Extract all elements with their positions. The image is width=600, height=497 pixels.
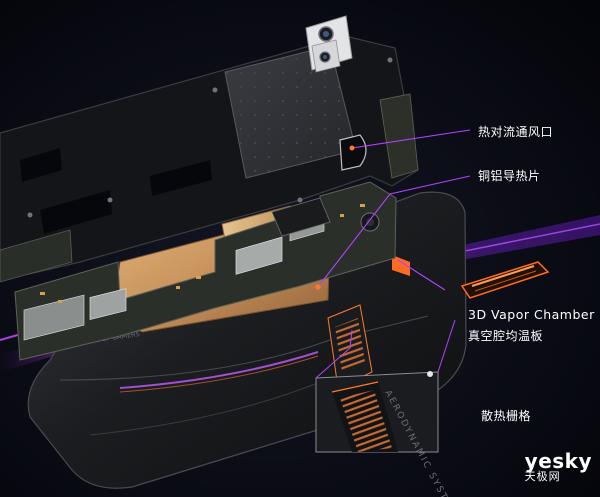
label-copper-aluminum-plate: 铜铝导热片 xyxy=(478,169,541,183)
vapor-chamber-icon xyxy=(460,261,550,299)
callout-lines xyxy=(315,129,471,291)
pcb-board xyxy=(14,181,397,361)
camera-module xyxy=(305,15,353,73)
label-vapor-chamber-cn: 真空腔均温板 xyxy=(468,329,544,343)
middle-frame xyxy=(0,35,419,283)
label-thermal-vent: 热对流通风口 xyxy=(478,125,554,139)
watermark: yesky 天极网 xyxy=(524,449,592,483)
label-vapor-chamber-en: 3D Vapor Chamber xyxy=(468,307,595,322)
watermark-latin: yesky xyxy=(524,449,592,473)
watermark-cn: 天极网 xyxy=(524,470,561,483)
label-cooling-fins: 散热栅格 xyxy=(481,409,532,423)
